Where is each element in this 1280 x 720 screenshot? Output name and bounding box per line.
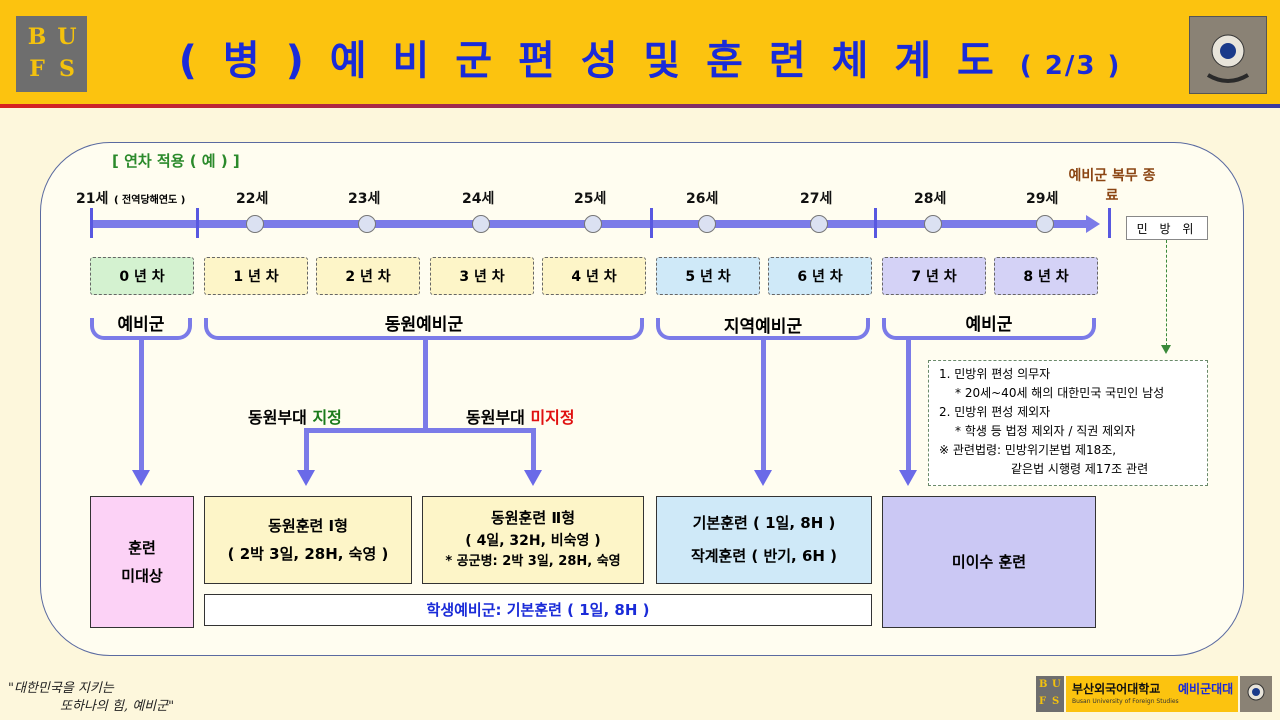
civil-defense-label: 민 방 위 (1126, 216, 1208, 240)
civil-defense-arrow-icon (1161, 345, 1171, 354)
year-box: 8 년 차 (994, 257, 1098, 295)
group-bracket (882, 318, 1096, 340)
reserve-forces-emblem-icon (1189, 16, 1267, 94)
age-dot (246, 215, 264, 233)
age-label: 27세 (800, 191, 833, 207)
header-bar (0, 0, 1280, 104)
note-line: * 학생 등 법정 제외자 / 직권 제외자 (955, 424, 1136, 438)
age-label: 26세 (686, 191, 719, 207)
note-line: 2. 민방위 편성 제외자 (939, 405, 1051, 419)
connector-line (304, 428, 536, 433)
age-label: 25세 (574, 191, 607, 207)
civil-defense-notes: 1. 민방위 편성 의무자 * 20세~40세 해의 대한민국 국민인 남성 2… (928, 360, 1208, 486)
group-label: 동원예비군 (384, 315, 464, 335)
header-divider (0, 104, 1280, 108)
year-box: 5 년 차 (656, 257, 760, 295)
year-box: 6 년 차 (768, 257, 872, 295)
age-label: 24세 (462, 191, 495, 207)
group-label: 예비군 (965, 315, 1013, 335)
connector-line (304, 428, 309, 470)
slogan: "대한민국을 지키는 또하나의 힘, 예비군" (8, 681, 175, 714)
year-box: 3 년 차 (430, 257, 534, 295)
group-bracket (204, 318, 644, 340)
note-line: ※ 관련법령: 민방위기본법 제18조, (939, 443, 1117, 457)
age-dot (1036, 215, 1054, 233)
axis-tick (874, 208, 877, 238)
branch-assigned-label: 동원부대 지정 (248, 408, 342, 427)
connector-line (139, 340, 144, 470)
year-box: 4 년 차 (542, 257, 646, 295)
age-dot (358, 215, 376, 233)
training-box-type2: 동원훈련 Ⅱ형( 4일, 32H, 비숙영 )* 공군병: 2박 3일, 28H… (422, 496, 644, 584)
connector-line (531, 428, 536, 470)
down-arrow-icon (297, 470, 315, 486)
note-line: 1. 민방위 편성 의무자 (939, 367, 1051, 381)
training-box-type1: 동원훈련 Ⅰ형( 2박 3일, 28H, 숙영 ) (204, 496, 412, 584)
axis-tick (196, 208, 199, 238)
page-title: ( 병 ) 예 비 군 편 성 및 훈 련 체 계 도 ( 2/3 ) (178, 38, 1122, 84)
down-arrow-icon (524, 470, 542, 486)
age21-note: ( 전역당해연도 ) (114, 195, 186, 206)
connector-line (906, 340, 911, 470)
note-line: 같은법 시행령 제17조 관련 (1011, 462, 1149, 476)
group-bracket (656, 318, 870, 340)
down-arrow-icon (754, 470, 772, 486)
civil-defense-connector (1166, 240, 1167, 346)
training-box-incomplete: 미이수 훈련 (882, 496, 1096, 628)
note-line: * 20세~40세 해의 대한민국 국민인 남성 (955, 386, 1165, 400)
timeline-arrow-icon (1086, 215, 1100, 233)
example-note: [ 연차 적용 ( 예 ) ] (112, 152, 240, 170)
age-dot (584, 215, 602, 233)
year-box: 7 년 차 (882, 257, 986, 295)
branch-unassigned-label: 동원부대 미지정 (466, 408, 575, 427)
age-dot (472, 215, 490, 233)
age-dot (698, 215, 716, 233)
group-label: 예비군 (117, 315, 165, 335)
bufs-logo: B U F S (16, 16, 87, 92)
axis-tick (650, 208, 653, 238)
down-arrow-icon (899, 470, 917, 486)
group-bracket (90, 318, 192, 340)
training-box-basic: 기본훈련 ( 1일, 8H )작계훈련 ( 반기, 6H ) (656, 496, 872, 584)
down-arrow-icon (132, 470, 150, 486)
age-label: 23세 (348, 191, 381, 207)
age-dot (924, 215, 942, 233)
connector-line (423, 340, 428, 432)
group-label: 지역예비군 (723, 317, 803, 337)
age-label: 29세 (1026, 191, 1059, 207)
footer-emblem-icon (1240, 676, 1272, 712)
year-box: 0 년 차 (90, 257, 194, 295)
student-training-bar: 학생예비군: 기본훈련 ( 1일, 8H ) (204, 594, 872, 626)
bufs-footer-logo: B U F S (1036, 676, 1064, 712)
axis-tick (1108, 208, 1111, 238)
service-end-label: 예비군 복무 종료 (1068, 168, 1156, 204)
year-box: 1 년 차 (204, 257, 308, 295)
age-label: 28세 (914, 191, 947, 207)
age-dot (810, 215, 828, 233)
age-label: 22세 (236, 191, 269, 207)
age-label: 21세 (76, 191, 109, 207)
year-box: 2 년 차 (316, 257, 420, 295)
axis-tick (90, 208, 93, 238)
connector-line (761, 340, 766, 470)
footer-unit-name: 부산외국어대학교 예비군대대 Busan University of Forei… (1066, 676, 1238, 712)
